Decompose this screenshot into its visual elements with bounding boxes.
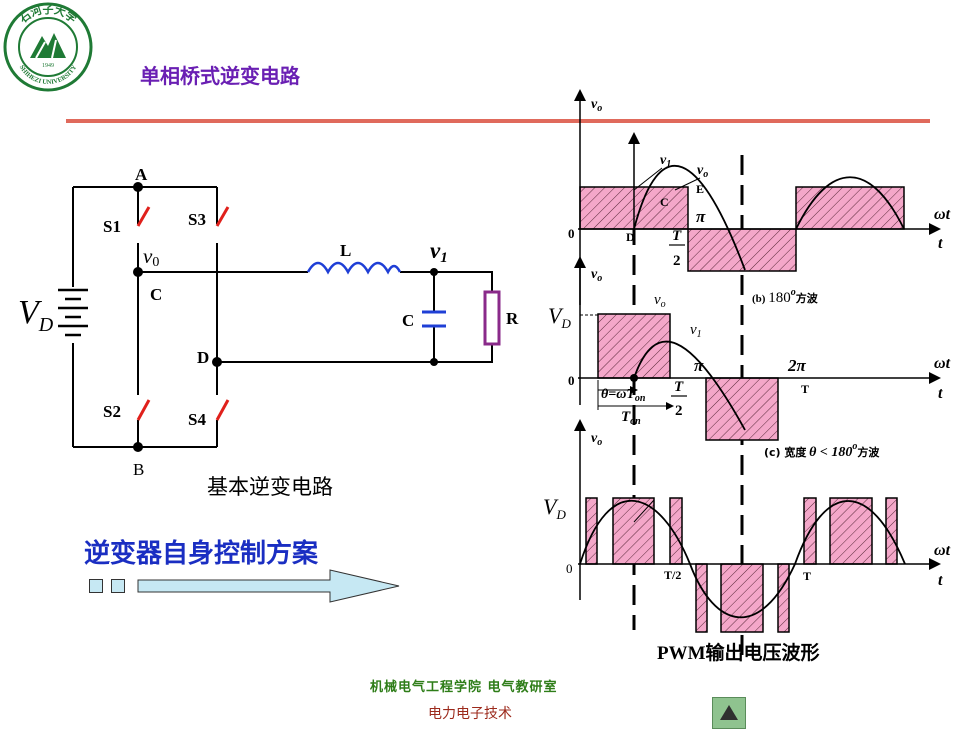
panel-c-t-axis: t [938, 385, 943, 402]
switch-s2 [136, 399, 151, 421]
switch-s3 [215, 206, 230, 227]
panel-pwm-t-half: T/2 [664, 568, 681, 582]
panel-c-wt: ωt [934, 355, 951, 372]
switch-label-s3: S3 [188, 210, 206, 229]
panel-c-two: 2 [675, 403, 683, 419]
panel-b-caption: (b) 180o方波 [752, 287, 819, 306]
inverter-circuit [58, 186, 493, 448]
panel-c-t-mark: T [801, 382, 809, 396]
switch-s4 [215, 399, 230, 421]
panel-c-two-pi: 2π [787, 356, 807, 375]
panel-b-t: T [672, 228, 682, 244]
switch-label-s4: S4 [188, 410, 206, 429]
panel-c-v1-label: v1 [690, 322, 702, 340]
circuit-nodes [133, 182, 438, 452]
panel-c-vd-label: VD [548, 303, 571, 331]
panel-b-wt: ωt [934, 206, 951, 223]
panel-c-ton: Ton [621, 409, 641, 427]
resistor-label: R [506, 309, 519, 328]
nav-up-button[interactable] [712, 697, 746, 729]
panel-c-t: T [674, 379, 684, 395]
logo-year: 1949 [42, 63, 54, 69]
triangle-up-icon [720, 705, 738, 720]
pwm-caption: PWM输出电压波形 [657, 643, 820, 664]
panel-b-point-d: D [626, 230, 635, 244]
waveform-panel-b [574, 89, 941, 305]
node-label-d: D [197, 348, 209, 367]
inductor-label: L [340, 241, 351, 260]
vd-label: VD [18, 294, 54, 336]
panel-pwm-vd-label: VD [543, 494, 566, 522]
waveform-panel-c [574, 256, 941, 441]
panel-b-v1-label: v1 [660, 153, 671, 170]
panel-b-pi: π [696, 207, 706, 226]
v1-label: v1 [430, 238, 448, 266]
panel-pwm-t-axis: t [938, 572, 943, 589]
panel-c-axis-label: vo [591, 267, 602, 284]
resistor [483, 290, 501, 346]
v0-label: v0 [143, 244, 159, 270]
node-label-a: A [135, 165, 148, 184]
control-scheme-label: 逆变器自身控制方案 [84, 539, 319, 569]
inductor [306, 261, 402, 275]
scheme-arrow [137, 569, 400, 603]
footer-institute: 机械电气工程学院 电气教研室 [370, 680, 558, 695]
node-label-b: B [133, 460, 144, 479]
switch-label-s1: S1 [103, 217, 121, 236]
panel-b-axis-label: vo [591, 97, 602, 114]
panel-pwm-origin: 0 [566, 561, 573, 576]
panel-c-origin: 0 [568, 373, 575, 388]
capacitor-label: C [402, 311, 414, 330]
slide-title: 单相桥式逆变电路 [140, 64, 300, 88]
panel-b-vo-label: vo [697, 163, 708, 180]
switches [136, 206, 230, 421]
arrow-tail-square [111, 579, 125, 593]
footer-course: 电力电子技术 [428, 706, 512, 722]
switch-label-s2: S2 [103, 402, 121, 421]
panel-b-origin: 0 [568, 226, 575, 241]
panel-pwm-wt: ωt [934, 542, 951, 559]
panel-b-t-axis: t [938, 235, 943, 252]
circuit-caption: 基本逆变电路 [207, 475, 333, 499]
panel-b-two: 2 [673, 253, 681, 269]
capacitor [422, 310, 446, 328]
arrow-tail-square [89, 579, 103, 593]
waveform-panel-pwm [574, 419, 941, 633]
panel-b-point-c: C [660, 195, 669, 209]
panel-c-caption: (c) 宽度 θ < 180o方波 [764, 441, 880, 460]
node-label-c: C [150, 285, 162, 304]
panel-c-pi: π [694, 356, 704, 375]
panel-c-vo-label: vo [654, 292, 666, 310]
panel-pwm-axis-label: vo [591, 431, 602, 448]
switch-s1 [136, 206, 151, 227]
panel-c-theta: θ=ωTon [601, 387, 646, 404]
university-logo: 石河子大学 SHIHEZI UNIVERSITY 1949 [3, 2, 93, 92]
panel-b-point-e: E [696, 182, 704, 196]
panel-pwm-t-mark: T [803, 569, 811, 583]
